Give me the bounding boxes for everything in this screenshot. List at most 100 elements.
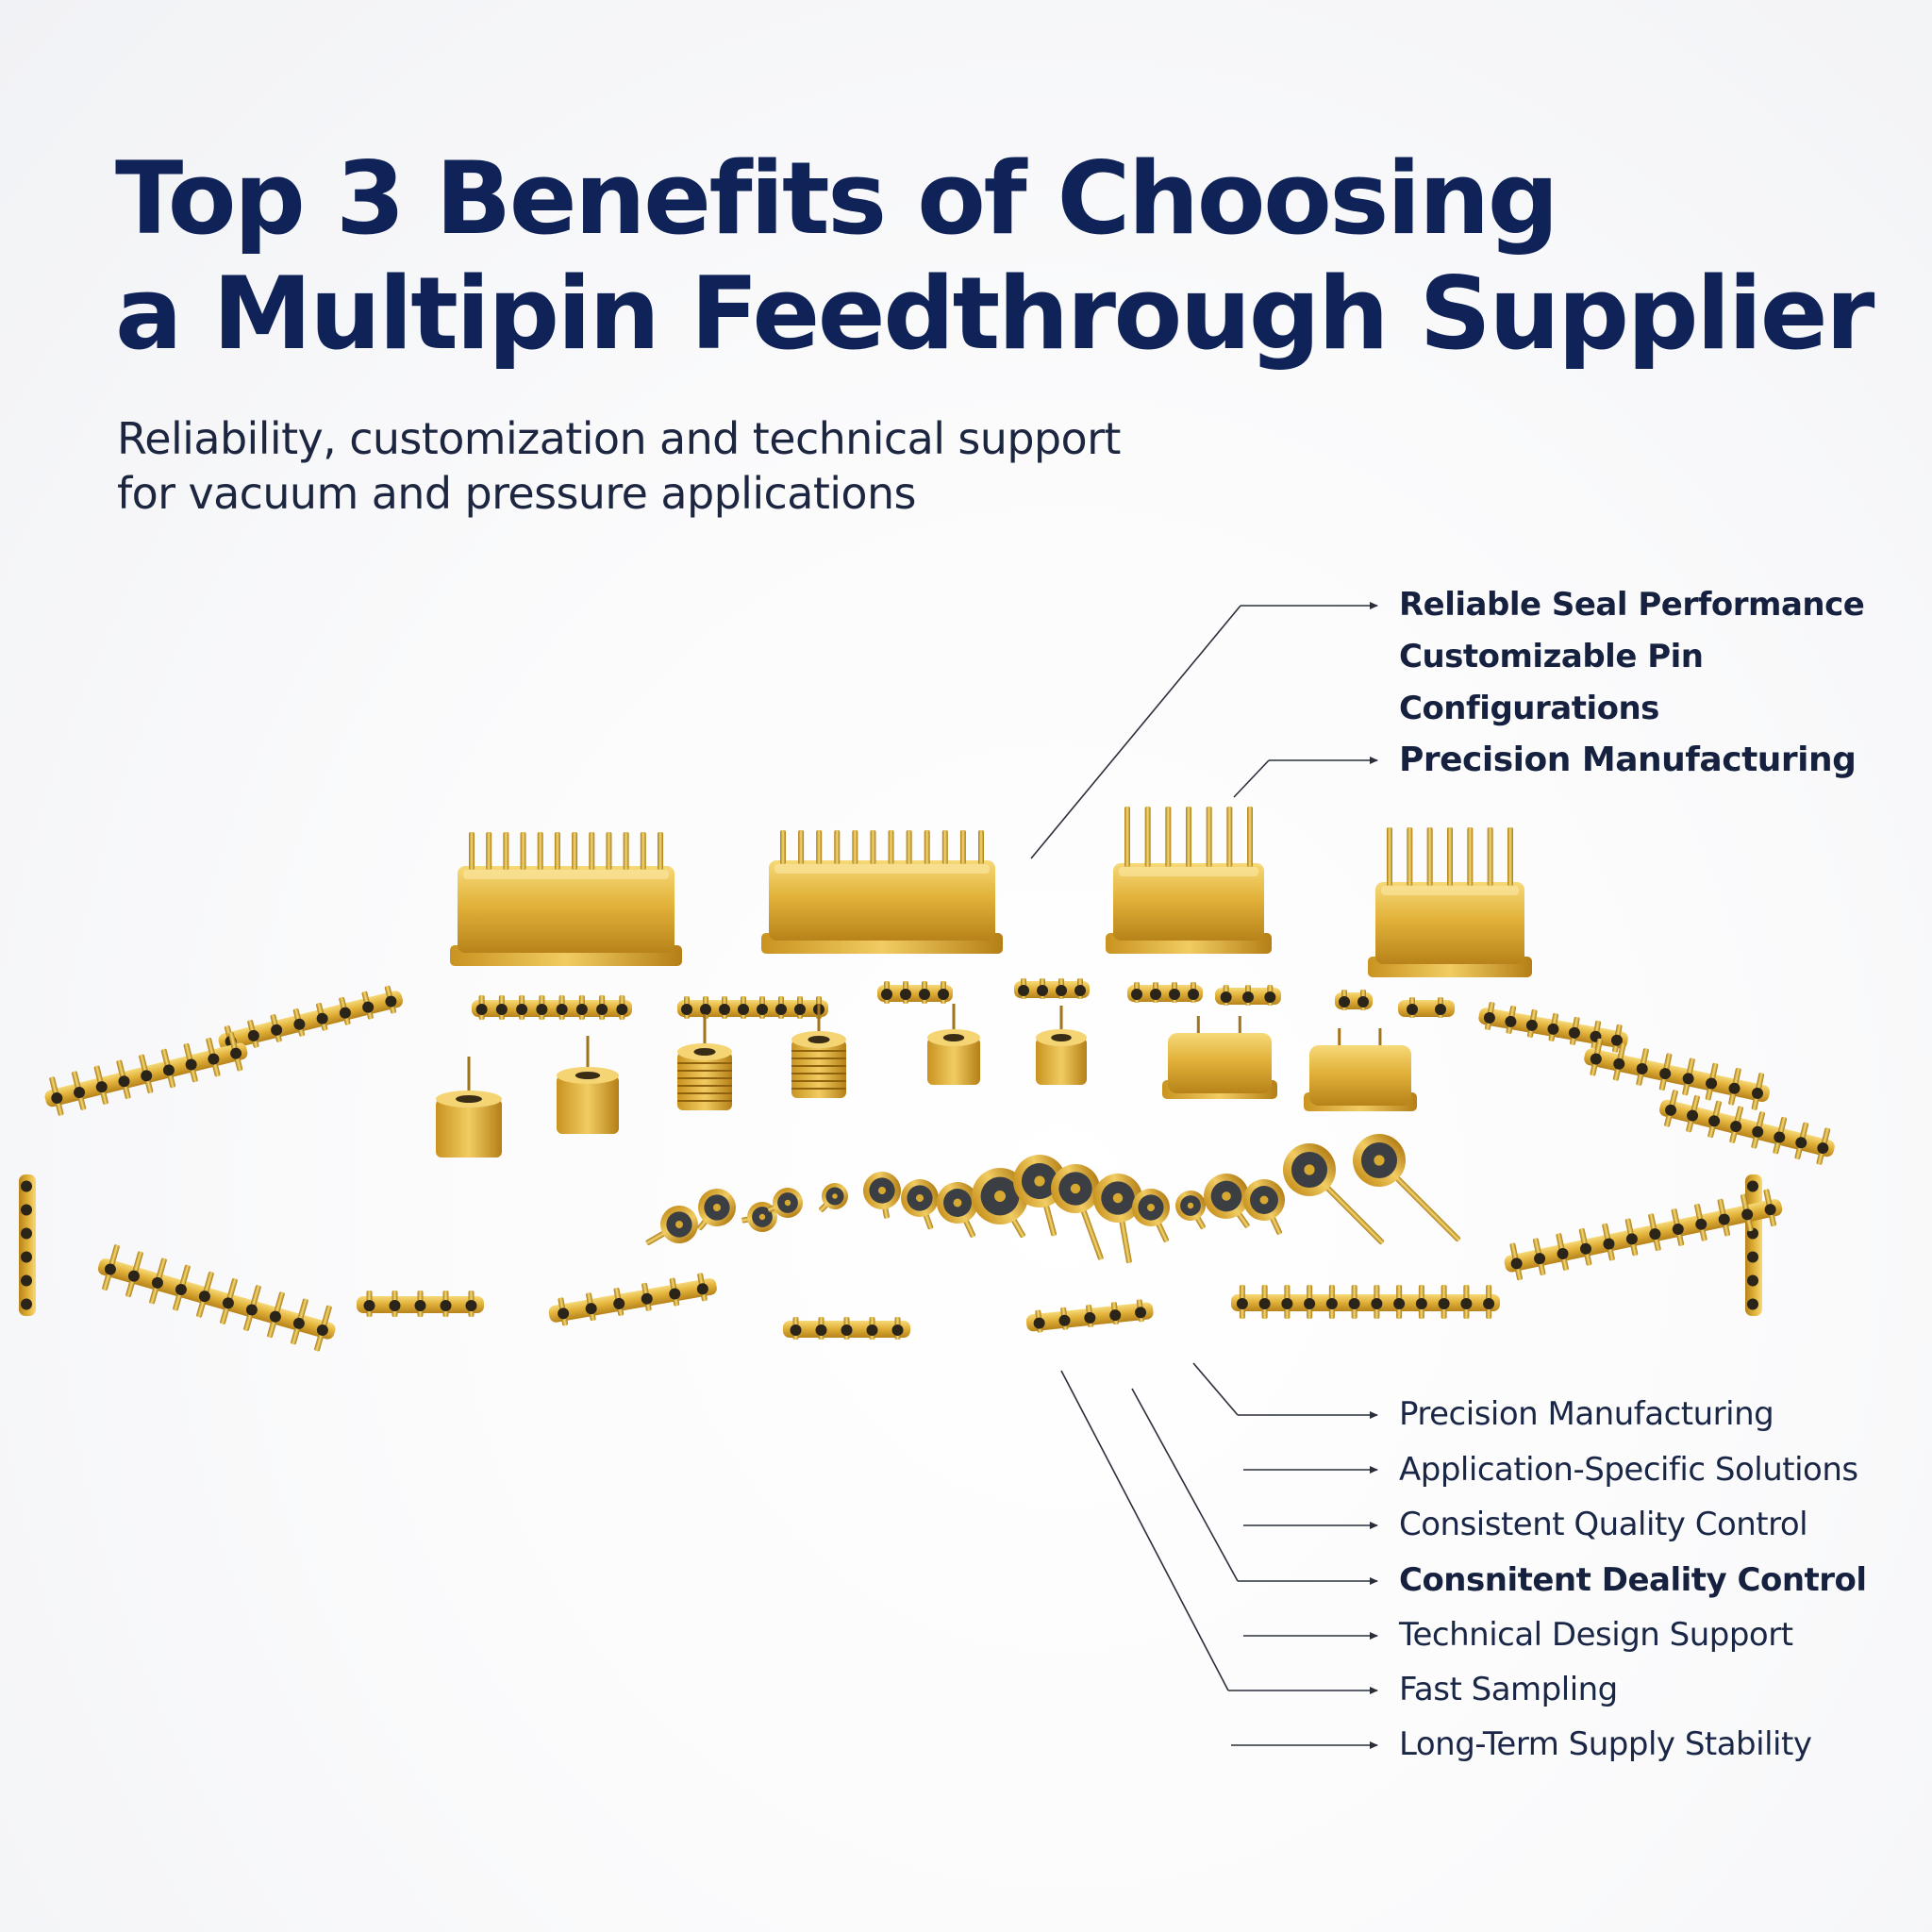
pin-insulator [1058, 1314, 1071, 1326]
pin-insulator [536, 1004, 548, 1015]
callout-technical-design: Technical Design Support [1399, 1616, 1793, 1654]
pin [1378, 1028, 1382, 1049]
center-pin [1187, 1202, 1194, 1209]
pin-insulator [1751, 1087, 1763, 1099]
pin [924, 830, 930, 864]
pin-insulator [1659, 1068, 1672, 1080]
pin-insulator [475, 1004, 488, 1015]
pin-strip-header [1335, 990, 1373, 1010]
pin-insulator [1281, 1298, 1293, 1309]
pin-insulator [1393, 1298, 1406, 1309]
pin-insulator [1774, 1131, 1786, 1143]
pin-insulator [118, 1075, 130, 1088]
pin-insulator [738, 1004, 749, 1015]
center-pin [878, 1187, 886, 1194]
two-pin-housing [1304, 1028, 1417, 1111]
highlight [463, 870, 669, 879]
leader-line [1060, 1370, 1229, 1691]
pin-strip-header [472, 995, 632, 1020]
connector-group [19, 807, 1835, 1352]
pin-insulator [1483, 1298, 1495, 1309]
pin-insulator [1603, 1238, 1615, 1250]
pin-strip-header [1014, 978, 1090, 999]
callout-reliable-seal: Reliable Seal Performance [1399, 586, 1865, 624]
single-pin-feedthrough [557, 1036, 619, 1134]
callout-application-specific: Application-Specific Solutions [1399, 1451, 1858, 1489]
callout-precision-manufacturing: Precision Manufacturing [1399, 1395, 1774, 1433]
pin-insulator [1682, 1073, 1694, 1085]
round-header-feedthrough [1051, 1164, 1104, 1260]
pin-insulator [585, 1303, 597, 1315]
pin [554, 832, 560, 870]
pin-insulator [719, 1004, 730, 1015]
glass-seal [456, 1095, 482, 1103]
strip-body [472, 1000, 632, 1017]
pin-insulator [1258, 1298, 1271, 1309]
pin-insulator [1135, 1307, 1147, 1319]
pin-insulator [1407, 1004, 1418, 1015]
lead [1377, 1158, 1461, 1242]
pin [703, 1014, 707, 1061]
pin-insulator [1706, 1077, 1718, 1090]
pin-insulator [74, 1087, 86, 1099]
barrel [1036, 1038, 1087, 1085]
pin-insulator [414, 1300, 426, 1311]
rectangular-feedthrough [450, 832, 682, 966]
pin-insulator [1304, 1298, 1316, 1309]
single-pin-feedthrough [436, 1057, 502, 1158]
pin-insulator [1764, 1204, 1776, 1216]
pin [1467, 827, 1474, 886]
pin-strip-header [877, 981, 953, 1004]
pin-insulator [1568, 1026, 1580, 1039]
pin [503, 832, 509, 870]
pin [623, 832, 629, 870]
round-header-feedthrough [767, 1188, 803, 1218]
round-header-feedthrough [819, 1183, 848, 1212]
pin-insulator [1084, 1311, 1096, 1324]
pin-insulator [938, 989, 949, 1000]
single-pin-feedthrough [677, 1014, 732, 1110]
round-header-feedthrough [937, 1182, 978, 1238]
callout-customizable-pin: Customizable Pin [1399, 638, 1704, 675]
pin-insulator [1037, 985, 1048, 996]
center-pin [713, 1204, 721, 1211]
pin-insulator [641, 1292, 653, 1305]
pin [906, 830, 912, 864]
pin-insulator [1747, 1298, 1758, 1310]
pin-insulator [1188, 989, 1199, 1000]
pin-insulator [696, 1283, 708, 1295]
pin-insulator [556, 1004, 568, 1015]
pin-insulator [185, 1058, 197, 1071]
pin-insulator [21, 1180, 32, 1192]
pin-insulator [363, 1300, 375, 1311]
pin [817, 1004, 821, 1049]
pin-insulator [440, 1300, 452, 1311]
barrel [791, 1040, 846, 1098]
pin-insulator [790, 1324, 802, 1336]
pin-strip-header [97, 1244, 336, 1352]
pin-insulator [1435, 1004, 1446, 1015]
pin-insulator [141, 1070, 153, 1082]
pin-insulator [1220, 991, 1232, 1003]
pin-insulator [1415, 1298, 1427, 1309]
pin [959, 830, 966, 864]
pin-insulator [21, 1227, 32, 1240]
pin-insulator [700, 1004, 711, 1015]
leader-line [1131, 1388, 1239, 1582]
pin-insulator [1687, 1109, 1699, 1122]
single-pin-feedthrough [1036, 1006, 1087, 1085]
pin [1144, 807, 1151, 867]
pin [952, 1004, 956, 1047]
housing [1309, 1045, 1411, 1106]
pin-insulator [1056, 985, 1067, 996]
pin-strip-header [1398, 997, 1455, 1018]
rectangular-feedthrough [1106, 807, 1272, 954]
pin-insulator [1708, 1115, 1721, 1127]
glass-seal [693, 1048, 716, 1056]
pin-strip-header [1127, 982, 1203, 1003]
pin [640, 832, 646, 870]
center-pin [916, 1194, 924, 1202]
pin [941, 830, 948, 864]
highlight [1119, 867, 1258, 876]
pin-strip-header [1215, 985, 1281, 1006]
